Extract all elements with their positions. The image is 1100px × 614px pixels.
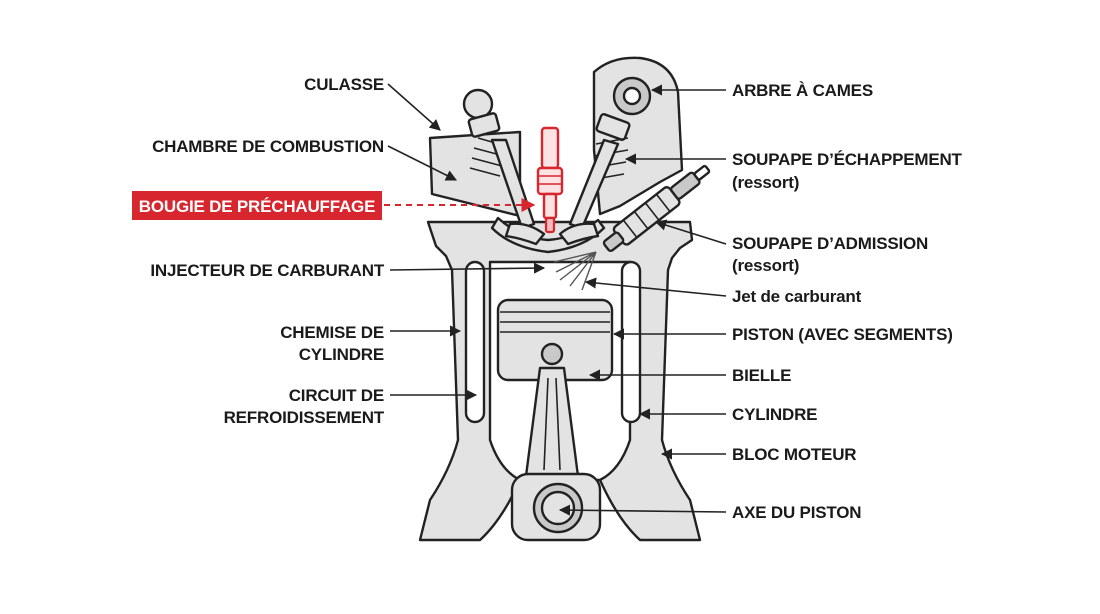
label-cylindre: CYLINDRE bbox=[732, 405, 817, 424]
label-injecteur: INJECTEUR DE CARBURANT bbox=[150, 261, 384, 280]
label-axe-piston: AXE DU PISTON bbox=[732, 503, 861, 522]
connecting-rod bbox=[510, 366, 602, 542]
left-labels: CULASSE CHAMBRE DE COMBUSTION BOUGIE DE … bbox=[132, 75, 385, 427]
right-labels: ARBRE À CAMES SOUPAPE D’ÉCHAPPEMENT (res… bbox=[732, 81, 963, 522]
piston bbox=[496, 298, 614, 382]
label-bougie-highlight-box bbox=[132, 191, 382, 220]
leader-axe bbox=[558, 504, 727, 516]
leader-chambre bbox=[387, 145, 458, 181]
fuel-injector bbox=[602, 164, 711, 252]
camshaft bbox=[612, 76, 652, 116]
leader-jet bbox=[584, 277, 727, 297]
label-soupape-echap-line1: SOUPAPE D’ÉCHAPPEMENT bbox=[732, 150, 963, 169]
fuel-spray bbox=[553, 251, 597, 291]
leader-lines bbox=[384, 83, 727, 516]
label-circuit-line2: REFROIDISSEMENT bbox=[224, 408, 385, 427]
label-chemise-line1: CHEMISE DE bbox=[280, 323, 384, 342]
label-arbre-cames: ARBRE À CAMES bbox=[732, 81, 873, 100]
coolant-channel-right bbox=[620, 260, 642, 424]
label-circuit-line1: CIRCUIT DE bbox=[289, 386, 384, 405]
label-chemise-line2: CYLINDRE bbox=[299, 345, 384, 364]
label-chambre-combustion: CHAMBRE DE COMBUSTION bbox=[152, 137, 384, 156]
label-soupape-echap-line2: (ressort) bbox=[732, 173, 799, 192]
label-bielle: BIELLE bbox=[732, 366, 791, 385]
label-soupape-adm-line2: (ressort) bbox=[732, 256, 799, 275]
coolant-channel-left bbox=[464, 260, 486, 424]
label-bougie-prechauffage: BOUGIE DE PRÉCHAUFFAGE bbox=[139, 197, 375, 216]
label-bloc-moteur: BLOC MOTEUR bbox=[732, 445, 856, 464]
label-soupape-adm-line1: SOUPAPE D’ADMISSION bbox=[732, 234, 928, 253]
leader-injecteur bbox=[389, 262, 546, 274]
exhaust-valve bbox=[558, 113, 631, 246]
label-piston: PISTON (AVEC SEGMENTS) bbox=[732, 325, 953, 344]
label-jet-carburant: Jet de carburant bbox=[732, 287, 862, 306]
leader-soupape-adm bbox=[654, 219, 727, 245]
label-culasse: CULASSE bbox=[304, 75, 384, 94]
glow-plug bbox=[536, 126, 564, 234]
leader-culasse bbox=[387, 83, 441, 131]
